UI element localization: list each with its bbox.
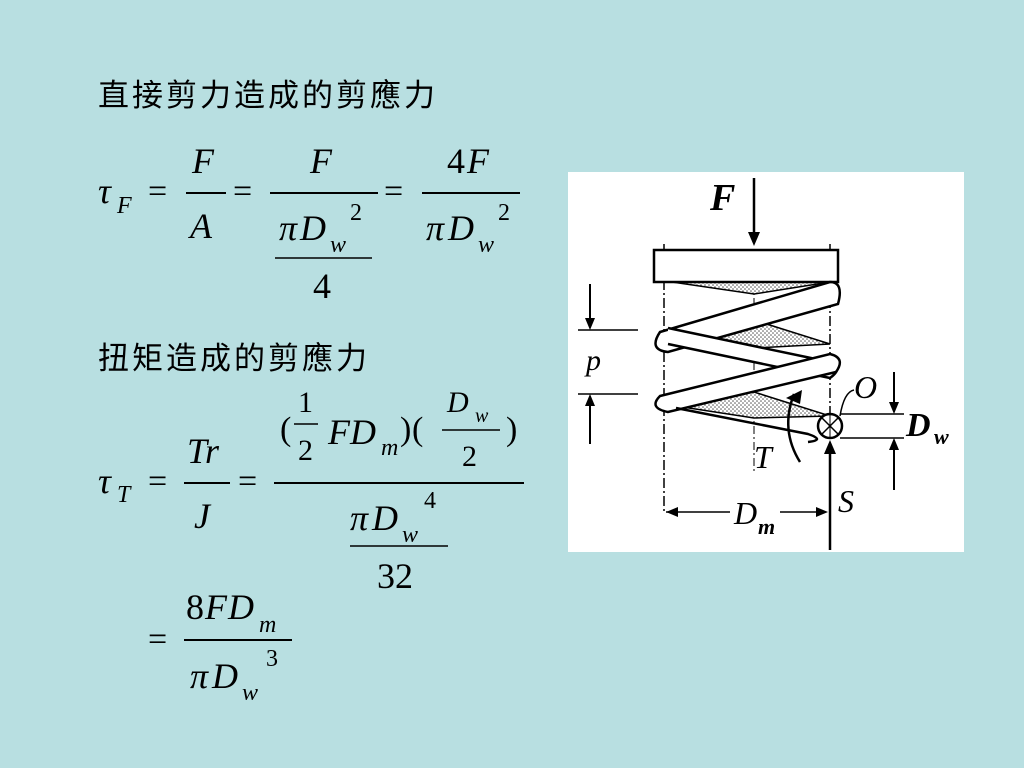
- eq1-frac2-pow: 2: [350, 200, 362, 226]
- eq1-frac2-D: D: [299, 208, 326, 248]
- heading-torsion-shear: 扭矩造成的剪應力: [98, 341, 370, 377]
- eq2-equals-1: =: [148, 463, 167, 500]
- eq1-frac3-pi: π: [426, 208, 445, 248]
- top-plate: [652, 248, 840, 284]
- eq1-frac1-den: A: [188, 206, 213, 246]
- eq2-equals-3: =: [148, 621, 167, 658]
- label-Dm-m: m: [758, 514, 775, 539]
- eq1-frac2-num: F: [309, 141, 333, 181]
- eq2-num-m: m: [381, 435, 398, 461]
- eq1-frac3-num-F: F: [466, 141, 490, 181]
- pitch-arrow-bottom-head: [585, 394, 595, 406]
- dw-arrow-top-head: [889, 402, 899, 414]
- eq2-tau: τ: [98, 461, 112, 501]
- eq1-frac1-num: F: [191, 141, 215, 181]
- eq2-res-pi: π: [190, 656, 209, 696]
- eq2-res-den-D: D: [211, 656, 238, 696]
- eq2-frac1-den: J: [194, 496, 212, 536]
- eq2-equals-2: =: [238, 463, 257, 500]
- eq1-equals-3: =: [384, 173, 403, 210]
- label-Dw-D: D: [905, 407, 931, 444]
- eq2-dw-den: 2: [462, 440, 477, 473]
- eq1-frac2-four: 4: [313, 266, 331, 306]
- label-O: O: [854, 369, 877, 405]
- eq2-dw-w: w: [475, 405, 489, 427]
- eq1-equals-1: =: [148, 173, 167, 210]
- eq2-den-pow: 4: [424, 488, 436, 514]
- eq2-res-D: D: [227, 587, 254, 627]
- eq2-lparen-2: (: [412, 411, 423, 448]
- eq2-res-8: 8: [186, 587, 204, 627]
- eq2-res-den-w: w: [242, 680, 258, 706]
- eq2-den-32: 32: [377, 556, 413, 596]
- eq2-num-D: D: [349, 412, 376, 452]
- eq2-den-pi: π: [350, 498, 369, 538]
- eq2-den-D: D: [371, 498, 398, 538]
- dm-arrow-left: [666, 507, 678, 517]
- eq2-lparen-1: (: [280, 411, 291, 448]
- torque-arrow-head: [786, 390, 802, 404]
- eq2-frac1-num: Tr: [187, 431, 220, 471]
- eq2-rparen-1: ): [400, 411, 411, 448]
- equation-tau-f: τ F = F A = F π D w 2 4 = 4 F π D w 2: [98, 141, 520, 306]
- eq1-frac3-pow: 2: [498, 200, 510, 226]
- force-arrow-head: [748, 232, 760, 246]
- eq2-half-den: 2: [298, 434, 313, 467]
- eq2-rparen-2: ): [506, 411, 517, 448]
- dm-label-bg: [730, 496, 780, 530]
- dw-arrow-bottom-head: [889, 438, 899, 450]
- eq2-dw-D: D: [446, 386, 469, 419]
- label-p: p: [584, 344, 601, 377]
- eq1-frac3-num-4: 4: [447, 141, 465, 181]
- label-Dm-D: D: [733, 495, 757, 531]
- coil-3: [654, 352, 842, 414]
- spring-figure: F p O D w T S D m: [568, 172, 964, 552]
- eq1-frac2-pi: π: [279, 208, 298, 248]
- heading-direct-shear: 直接剪力造成的剪應力: [98, 78, 438, 114]
- label-F: F: [709, 177, 735, 219]
- eq1-frac3-D: D: [447, 208, 474, 248]
- spring-diagram: F p O D w T S D m: [578, 177, 949, 550]
- eq1-frac3-w: w: [478, 232, 494, 258]
- eq2-res-F: F: [204, 587, 228, 627]
- coil-4: [675, 406, 819, 444]
- eq2-den-w: w: [402, 522, 418, 548]
- eq1-tau: τ: [98, 171, 112, 211]
- eq1-frac2-w: w: [330, 232, 346, 258]
- O-leader: [839, 389, 855, 417]
- shear-arrow-head: [824, 440, 836, 454]
- pitch-arrow-top-head: [585, 318, 595, 330]
- label-T: T: [754, 439, 774, 475]
- eq1-equals-2: =: [233, 173, 252, 210]
- label-Dw-w: w: [934, 424, 949, 449]
- eq1-tau-sub: F: [116, 193, 132, 219]
- label-S: S: [838, 483, 854, 519]
- eq2-num-F: F: [327, 412, 351, 452]
- eq2-res-pow: 3: [266, 646, 278, 672]
- eq2-res-m: m: [259, 612, 276, 638]
- dm-arrow-right: [816, 507, 828, 517]
- eq2-tau-sub: T: [117, 482, 132, 508]
- eq2-half-num: 1: [298, 386, 313, 419]
- torque-arc: [787, 393, 802, 463]
- equation-tau-t: τ T = Tr J = ( 1 2 F D m ) ( D w 2 ) π D…: [98, 386, 524, 706]
